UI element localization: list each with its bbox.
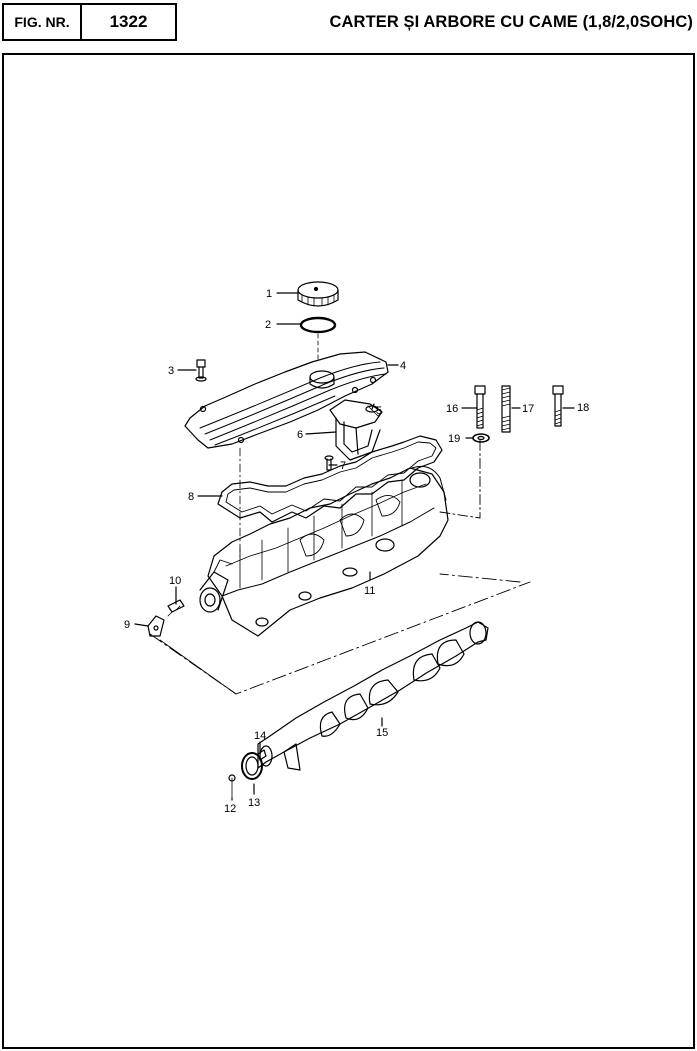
part-woodruff-key <box>257 749 267 761</box>
part-valve-cover <box>184 351 389 449</box>
part-camshaft-housing <box>199 465 449 637</box>
callout-15: 15 <box>376 727 388 739</box>
callout-11: 11 <box>364 585 375 597</box>
callout-18: 18 <box>577 402 589 414</box>
part-seal-ring <box>241 752 263 780</box>
part-short-bolt <box>552 385 564 427</box>
part-baffle-plate <box>329 399 383 461</box>
callout-17: 17 <box>522 403 534 415</box>
part-o-ring <box>299 316 337 334</box>
part-oil-filler-cap <box>297 281 339 307</box>
part-long-bolt <box>474 385 486 429</box>
part-washer <box>472 433 490 443</box>
part-cover-gasket <box>217 435 443 523</box>
part-camshaft <box>257 621 489 771</box>
callout-5: 5 <box>376 405 382 417</box>
callout-9: 9 <box>124 619 130 631</box>
callout-14: 14 <box>254 730 266 742</box>
part-baffle-screw <box>324 455 334 471</box>
callout-19: 19 <box>448 433 460 445</box>
callout-13: 13 <box>248 797 260 809</box>
diagram-frame <box>2 53 695 1049</box>
callout-3: 3 <box>168 365 174 377</box>
part-cover-bolt <box>195 359 207 382</box>
callout-12: 12 <box>224 803 236 815</box>
callout-7: 7 <box>340 460 346 472</box>
callout-16: 16 <box>446 403 458 415</box>
callout-6: 6 <box>297 429 303 441</box>
callout-2: 2 <box>265 319 271 331</box>
callout-4: 4 <box>400 360 406 372</box>
page-title: CARTER ȘI ARBORE CU CAME (1,8/2,0SOHC) <box>329 13 693 31</box>
part-retaining-plate <box>147 615 165 637</box>
part-stud <box>501 385 511 433</box>
figure-number: 1322 <box>80 3 177 41</box>
callout-10: 10 <box>169 575 181 587</box>
callout-1: 1 <box>266 288 272 300</box>
callout-8: 8 <box>188 491 194 503</box>
